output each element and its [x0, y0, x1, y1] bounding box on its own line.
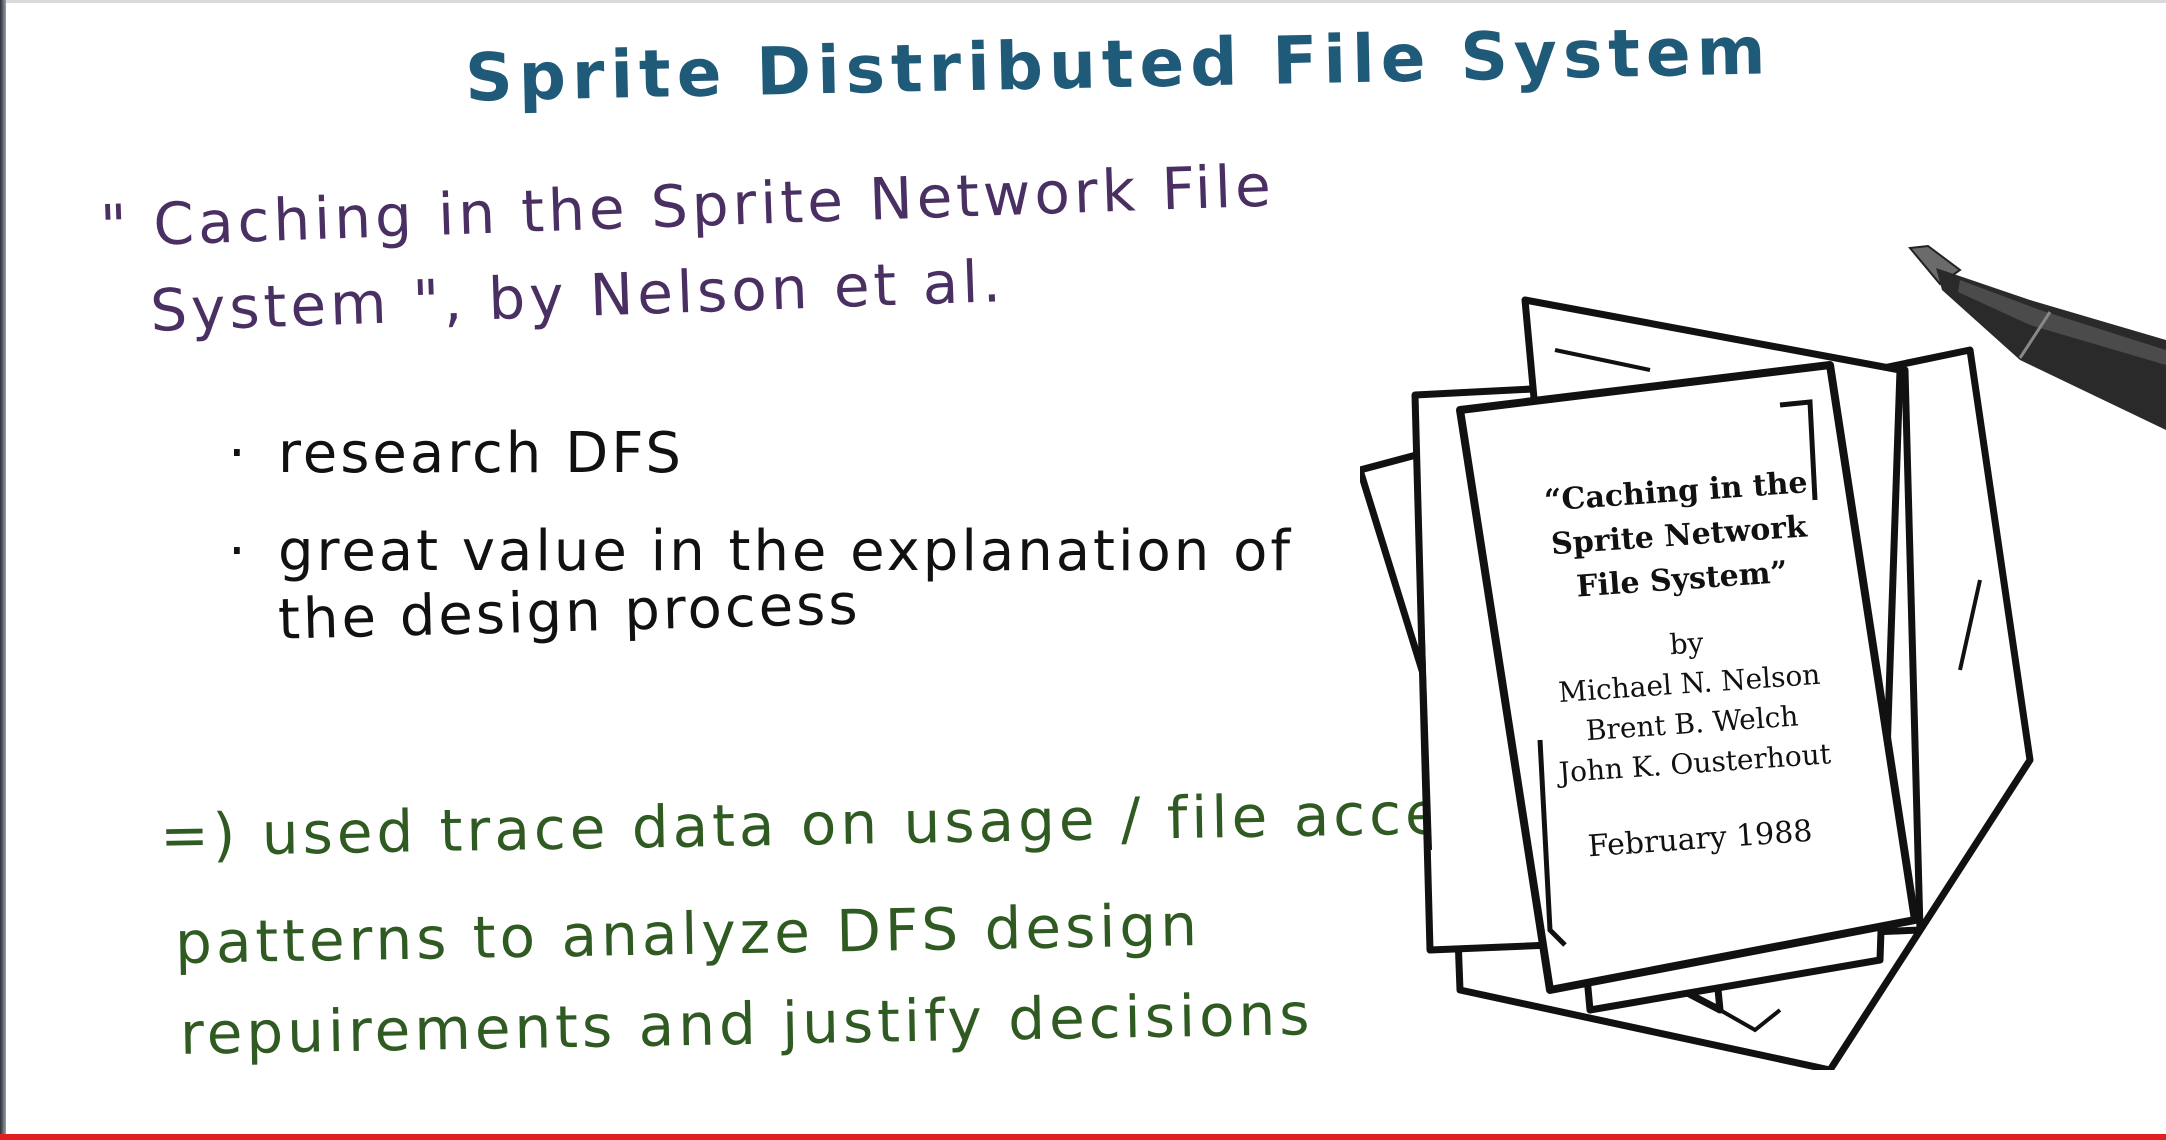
- paper-title-line-2: Sprite Network: [1550, 509, 1808, 563]
- paper-reference-line-2: System ", by Nelson et al.: [149, 247, 1006, 345]
- top-edge: [0, 0, 2166, 3]
- slide-title: Sprite Distributed File System: [464, 12, 1773, 117]
- paper-fold-mark: [1779, 399, 1818, 501]
- paper-edge-mark-right: [1958, 579, 1982, 671]
- pen-icon: [1908, 244, 2166, 430]
- paper-edge-mark-bottom: [1719, 1008, 1782, 1033]
- conclusion-line-2: patterns to analyze DFS design: [174, 891, 1202, 977]
- paper-sheet-front: [1456, 361, 1919, 994]
- paper-edge-mark: [1537, 739, 1567, 947]
- video-progress-fill: [0, 1134, 2166, 1140]
- bullet-design-value: great value in the explanation of: [228, 503, 1293, 601]
- left-edge: [0, 0, 6, 1140]
- paper-edge-mark-left: [1418, 549, 1432, 851]
- paper-reference-line-1: " Caching in the Sprite Network File: [99, 151, 1276, 261]
- paper-edge-mark-top: [1554, 348, 1651, 372]
- video-progress-bar[interactable]: [0, 1134, 2166, 1140]
- paper-cover-text: “Caching in the Sprite Network File Syst…: [1455, 455, 1921, 875]
- conclusion-line-3: repuirements and justify decisions: [179, 980, 1315, 1068]
- bullet-continuation: the design process: [277, 572, 862, 653]
- conclusion-line-1: =) used trace data on usage / file acces…: [159, 778, 1514, 870]
- bullet-research-dfs: research DFS: [228, 405, 1293, 503]
- paper-stack-illustration: [1360, 296, 2034, 1070]
- bullet-list: research DFS great value in the explanat…: [228, 405, 1293, 601]
- paper-title-line-3: File System”: [1575, 554, 1789, 605]
